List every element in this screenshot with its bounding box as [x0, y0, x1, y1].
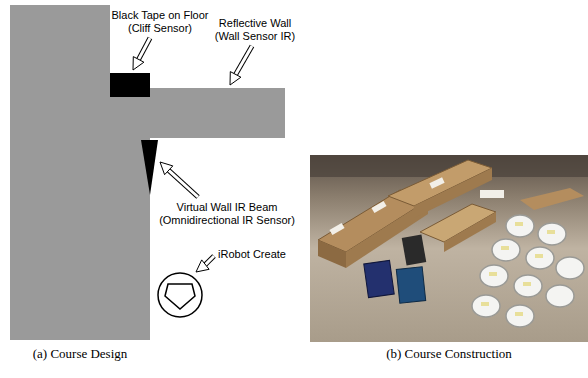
callout-label: Black Tape on Floor (Cliff Sensor) — [104, 9, 216, 35]
subfigure-caption: (a) Course Design — [33, 346, 128, 361]
robot-symbol — [158, 273, 202, 317]
callout-label: Virtual Wall IR Beam (Omnidirectional IR… — [148, 201, 306, 227]
leader-arrow — [160, 162, 198, 197]
course-photo — [310, 155, 588, 342]
callout-label: iRobot Create — [212, 248, 292, 261]
callout-label: Reflective Wall (Wall Sensor IR) — [207, 17, 303, 43]
course-floor — [10, 5, 285, 340]
leader-arrow — [133, 38, 150, 70]
black-tape — [110, 73, 150, 97]
subfigure-caption: (b) Course Construction — [386, 346, 512, 361]
virtual-wall-beam — [141, 140, 158, 195]
leader-arrow — [230, 46, 252, 85]
leader-arrow — [196, 256, 214, 272]
